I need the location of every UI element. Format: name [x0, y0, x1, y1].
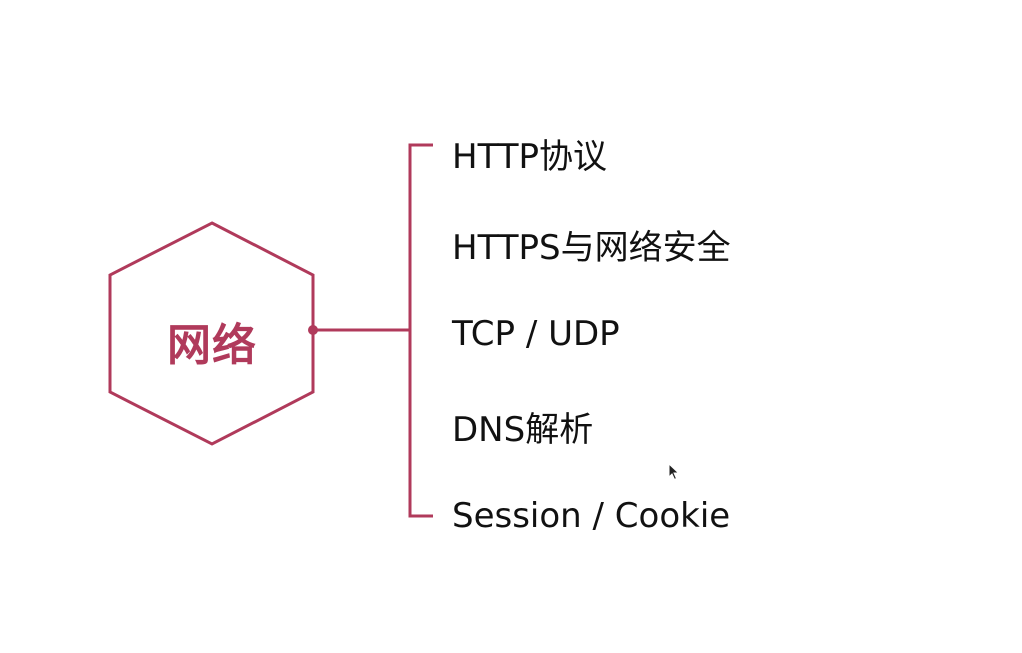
branch-item-tcp-udp: TCP / UDP: [452, 314, 620, 354]
hub-label: 网络: [167, 320, 257, 371]
branch-bracket: [408, 143, 433, 518]
branch-item-http: HTTP协议: [452, 136, 608, 177]
mouse-pointer-icon: [668, 463, 680, 481]
branch-item-https-security: HTTPS与网络安全: [452, 227, 731, 268]
branch-item-dns: DNS解析: [452, 409, 594, 450]
branch-item-session-cookie: Session / Cookie: [452, 496, 731, 536]
hub-hexagon: [108, 221, 315, 446]
